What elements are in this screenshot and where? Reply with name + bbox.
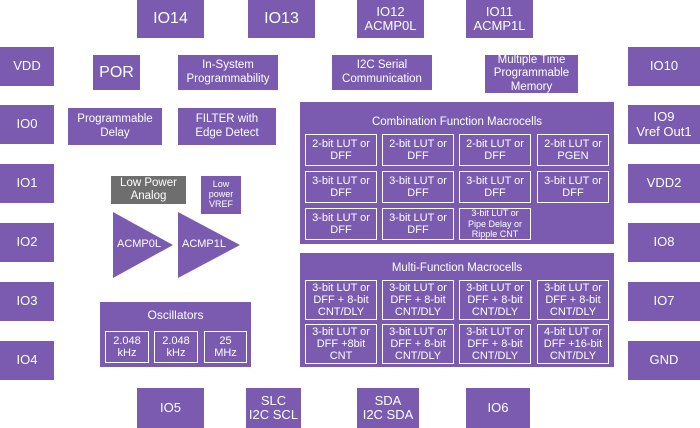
low-power-analog-block: Low Power Analog xyxy=(111,176,186,204)
pin-io3: IO3 xyxy=(0,282,54,321)
pin-io4: IO4 xyxy=(0,341,54,380)
combination-cell: 3-bit LUT or DFF xyxy=(305,171,377,203)
pin-io11-acmp1l: IO11 ACMP1L xyxy=(466,0,533,38)
oscillator-2048khz-a: 2.048 kHz xyxy=(105,331,149,363)
pin-io14: IO14 xyxy=(137,0,204,38)
multi-function-cell: 3-bit LUT or DFF +8bit CNT xyxy=(305,324,377,364)
combination-cell: 2-bit LUT or DFF xyxy=(305,134,377,166)
multi-function-cell: 4-bit LUT or DFF +16-bit CNT/DLY xyxy=(537,324,609,364)
oscillator-2048khz-b: 2.048 kHz xyxy=(154,331,198,363)
oscillators-panel: Oscillators 2.048 kHz 2.048 kHz 25 MHz xyxy=(100,302,251,367)
combination-cell: 3-bit LUT or DFF xyxy=(537,171,609,203)
combination-macrocells-panel: Combination Function Macrocells 2-bit LU… xyxy=(300,102,614,244)
pin-io0: IO0 xyxy=(0,105,54,144)
combination-cell: 2-bit LUT or DFF xyxy=(382,134,454,166)
oscillator-25mhz: 25 MHz xyxy=(204,331,247,363)
acmp1l-triangle xyxy=(178,212,240,278)
combination-cell: 2-bit LUT or PGEN xyxy=(537,134,609,166)
combination-cell: 2-bit LUT or DFF xyxy=(459,134,531,166)
pin-slc-i2c-scl: SLC I2C SCL xyxy=(246,388,301,428)
acmp1l-label: ACMP1L xyxy=(181,238,227,250)
combination-cell: 3-bit LUT or DFF xyxy=(305,208,377,240)
acmp0l-label: ACMP0L xyxy=(116,238,162,250)
multi-function-cell: 3-bit LUT or DFF + 8-bit CNT/DLY xyxy=(382,280,454,320)
pin-io2: IO2 xyxy=(0,223,54,262)
combination-cell: 3-bit LUT or DFF xyxy=(382,208,454,240)
pin-io5: IO5 xyxy=(137,388,204,428)
combination-cell: 3-bit LUT or Pipe Delay or Ripple CNT xyxy=(459,208,531,240)
mtp-block: Multiple Time Programmable Memory xyxy=(485,54,578,93)
filter-block: FILTER with Edge Detect xyxy=(178,108,276,145)
multi-function-macrocells-panel: Multi-Function Macrocells 3-bit LUT or D… xyxy=(300,253,614,367)
oscillators-title: Oscillators xyxy=(147,308,204,322)
isp-block: In-System Programmability xyxy=(178,55,278,90)
multi-function-cell: 3-bit LUT or DFF + 8-bit CNT/DLY xyxy=(537,280,609,320)
pin-io6: IO6 xyxy=(466,388,530,428)
combination-cell: 3-bit LUT or DFF xyxy=(459,171,531,203)
multi-function-macrocells-title: Multi-Function Macrocells xyxy=(391,262,523,274)
pin-vdd2: VDD2 xyxy=(628,164,700,203)
i2c-block: I2C Serial Communication xyxy=(332,55,432,90)
combination-macrocells-title: Combination Function Macrocells xyxy=(371,116,543,128)
multi-function-cell: 3-bit LUT or DFF + 8-bit CNT/DLY xyxy=(382,324,454,364)
multi-function-cell: 3-bit LUT or DFF + 8-bit CNT/DLY xyxy=(459,324,531,364)
pin-io7: IO7 xyxy=(628,282,700,321)
low-power-vref-block: Low power VREF xyxy=(201,176,241,214)
programmable-delay-block: Programmable Delay xyxy=(68,108,162,145)
pin-io10: IO10 xyxy=(628,47,700,86)
pin-gnd: GND xyxy=(628,341,700,380)
multi-function-cell: 3-bit LUT or DFF + 8-bit CNT/DLY xyxy=(459,280,531,320)
pin-sda-i2c-sda: SDA I2C SDA xyxy=(357,388,419,428)
pin-io1: IO1 xyxy=(0,164,54,203)
pin-io9-vref-out1: IO9 Vref Out1 xyxy=(628,105,700,144)
pin-io8: IO8 xyxy=(628,223,700,262)
pin-io13: IO13 xyxy=(248,0,315,38)
multi-function-cell: 3-bit LUT or DFF + 8-bit CNT/DLY xyxy=(305,280,377,320)
acmp0l-triangle xyxy=(113,212,173,278)
pin-vdd: VDD xyxy=(0,47,54,86)
combination-cell: 3-bit LUT or DFF xyxy=(382,171,454,203)
pin-io12-acmp0l: IO12 ACMP0L xyxy=(357,0,424,38)
por-block: POR xyxy=(93,55,140,90)
